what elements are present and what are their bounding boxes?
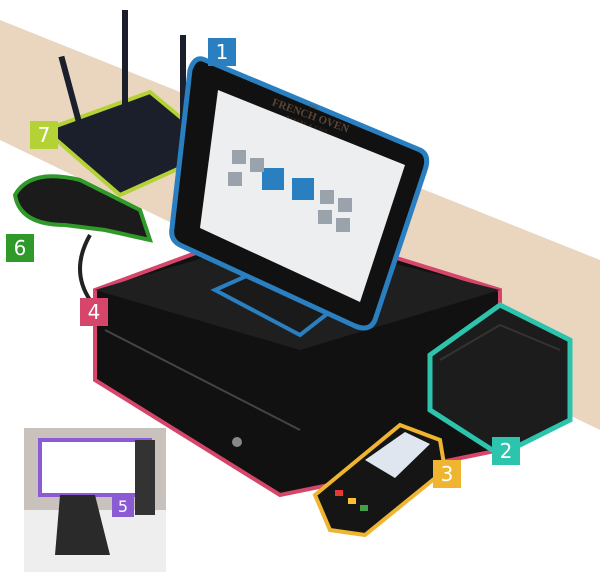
screen-tile <box>292 178 314 200</box>
screen-tile <box>262 168 284 190</box>
customer-display-photo <box>24 428 166 572</box>
screen-tile <box>336 218 350 232</box>
badge-5: 5 <box>112 495 134 517</box>
badge-7: 7 <box>30 121 58 149</box>
screen-tile <box>338 198 352 212</box>
screen-tile <box>228 172 242 186</box>
barcode-scanner <box>12 174 154 302</box>
badge-6: 6 <box>6 234 34 262</box>
pos-tablet <box>169 56 430 331</box>
badge-2: 2 <box>492 437 520 465</box>
badge-4: 4 <box>80 298 108 326</box>
screen-tile <box>250 158 264 172</box>
screen-tile <box>232 150 246 164</box>
screen-tile <box>318 210 332 224</box>
badge-3: 3 <box>433 460 461 488</box>
receipt-printer <box>427 302 573 458</box>
badge-1: 1 <box>208 38 236 66</box>
screen-tile <box>320 190 334 204</box>
